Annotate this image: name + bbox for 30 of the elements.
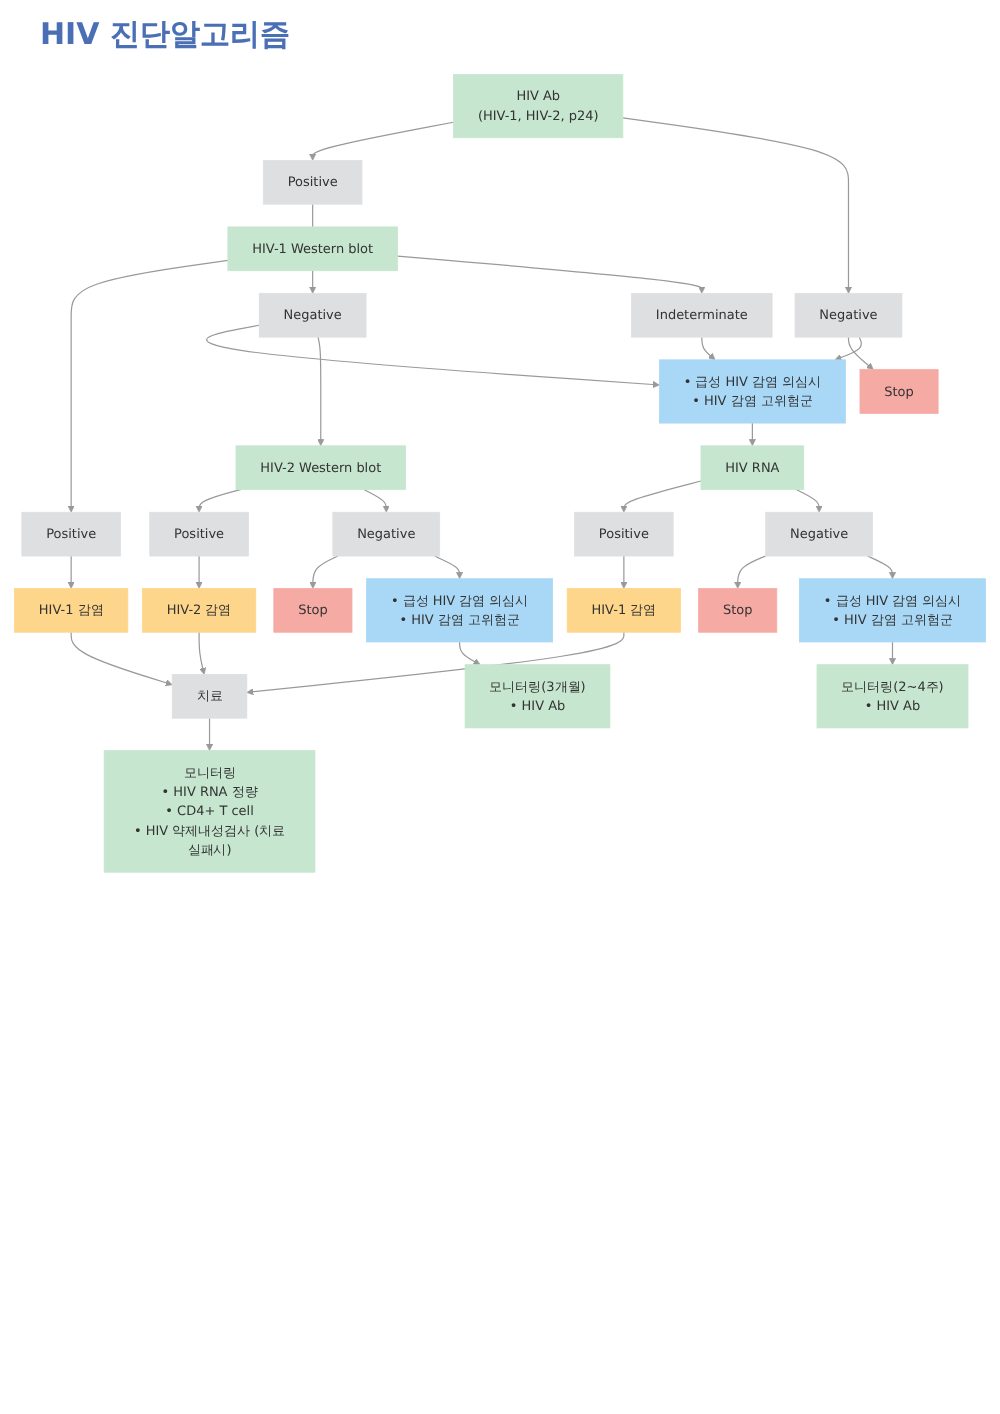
- arrow: [734, 555, 767, 589]
- arrow: [309, 555, 339, 589]
- arrow: [620, 555, 628, 589]
- arrow: [206, 324, 660, 389]
- arrow: [795, 488, 823, 513]
- arrow: [195, 488, 242, 513]
- arrow: [834, 336, 862, 361]
- arrow: [888, 641, 897, 665]
- arrow: [748, 422, 756, 447]
- arrow: [205, 717, 214, 751]
- arrow: [67, 555, 75, 589]
- arrow: [847, 336, 874, 370]
- connector: [312, 203, 314, 228]
- arrow: [866, 555, 897, 580]
- diagram-title: HIV 진단알고리즘: [40, 16, 290, 54]
- arrow: [246, 631, 625, 696]
- arrow: [620, 480, 702, 513]
- arrow: [701, 336, 716, 361]
- arrow: [363, 488, 390, 513]
- arrow: [309, 121, 455, 161]
- arrow: [67, 259, 229, 513]
- arrow: [396, 255, 706, 294]
- arrow: [433, 555, 464, 580]
- arrow: [198, 631, 207, 675]
- arrow: [70, 631, 173, 687]
- arrow: [622, 117, 853, 294]
- arrow: [309, 270, 317, 294]
- arrow: [195, 555, 203, 589]
- arrow: [458, 641, 481, 665]
- arrow: [317, 336, 325, 447]
